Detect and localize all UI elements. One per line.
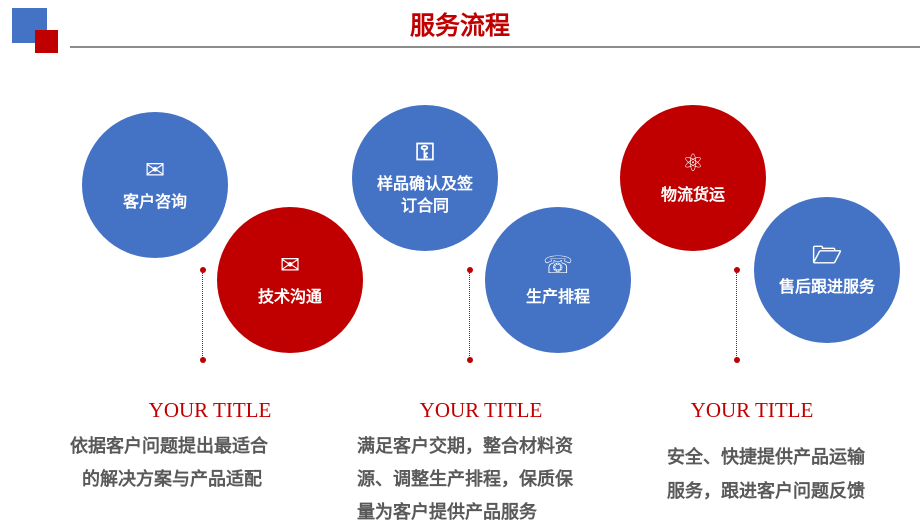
connector-dot	[467, 357, 473, 363]
step-tech-communication: ✉ 技术沟通	[217, 207, 363, 353]
header-divider	[70, 46, 920, 48]
connector-dot	[200, 357, 206, 363]
step-label: 生产排程	[525, 287, 590, 306]
column-title: YOUR TITLE	[419, 398, 543, 422]
step-after-sales: 🗁 售后跟进服务	[754, 197, 900, 343]
desc-line: 的解决方案与产品适配	[82, 469, 262, 490]
key-icon: ⚿	[415, 138, 435, 166]
desc-line: 安全、快捷提供产品运输	[667, 447, 865, 468]
desc-line: 依据客户问题提出最适合	[70, 436, 268, 457]
column-description: 安全、快捷提供产品运输 服务，跟进客户问题反馈	[667, 441, 865, 509]
page-title: 服务流程	[409, 11, 510, 40]
desc-line: 服务，跟进客户问题反馈	[667, 481, 865, 502]
column-title: YOUR TITLE	[148, 398, 272, 422]
step-label: 技术沟通	[257, 287, 322, 306]
connector-dot	[734, 357, 740, 363]
open-mail-icon: ✉	[279, 251, 301, 279]
column-description: 依据客户问题提出最适合 的解决方案与产品适配	[70, 430, 268, 496]
column-title: YOUR TITLE	[690, 398, 814, 422]
step-label: 售后跟进服务	[778, 277, 875, 296]
connector-dot	[734, 267, 740, 273]
step-label: 物流货运	[660, 185, 725, 204]
column-description: 满足客户交期，整合材料资 源、调整生产排程，保质保 量为客户提供产品服务	[357, 430, 573, 529]
connector-line	[736, 270, 737, 360]
desc-line: 满足客户交期，整合材料资	[357, 436, 573, 457]
step-logistics: ⚛ 物流货运	[620, 105, 766, 251]
connector-dot	[467, 267, 473, 273]
desc-line: 量为客户提供产品服务	[357, 502, 537, 523]
step-production-schedule: ☏ 生产排程	[485, 207, 631, 353]
envelope-icon: ✉	[144, 156, 166, 184]
phone-24h-icon: ☏	[542, 251, 573, 279]
step-label: 客户咨询	[122, 192, 187, 211]
step-customer-inquiry: ✉ 客户咨询	[82, 112, 228, 258]
desc-line: 源、调整生产排程，保质保	[357, 469, 573, 490]
connector-line	[469, 270, 470, 360]
decor-square-red	[35, 30, 58, 53]
folder-icon: 🗁	[812, 241, 842, 269]
step-sample-contract: ⚿ 样品确认及签订合同	[352, 105, 498, 251]
connector-dot	[200, 267, 206, 273]
connector-line	[202, 270, 203, 360]
atom-icon: ⚛	[682, 149, 704, 177]
step-label: 样品确认及签订合同	[376, 174, 473, 215]
